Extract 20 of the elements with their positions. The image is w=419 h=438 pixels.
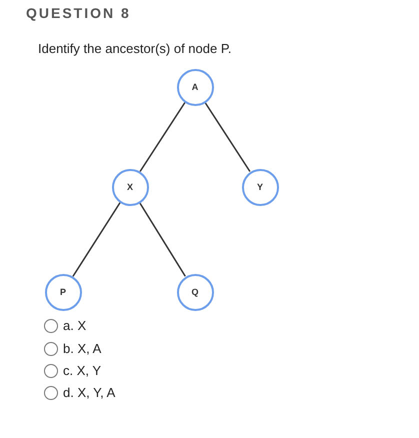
tree-node-circle (44, 274, 82, 310)
tree-node-circle (242, 168, 278, 206)
node-label: P (60, 287, 66, 297)
node-label: X (126, 182, 133, 192)
tree-edge (204, 102, 251, 172)
answer-option: a. X (63, 318, 86, 333)
node-label: Y (256, 182, 263, 192)
answer-option: c. X, Y (63, 363, 102, 378)
question-title: QUESTION 8 (26, 5, 131, 21)
tree-node-circle (176, 274, 214, 310)
question-text: Identify the ancestor(s) of node P. (38, 41, 232, 56)
tree-node-circle (112, 168, 148, 206)
tree-edge (139, 102, 186, 172)
answer-option: d. X, Y, A (63, 385, 116, 400)
tree-edge (72, 202, 121, 277)
node-label: Q (191, 287, 198, 297)
answer-option: b. X, A (63, 341, 102, 356)
tree-node-circle (176, 68, 214, 106)
tree-edge (139, 202, 186, 277)
node-label: A (192, 82, 198, 92)
